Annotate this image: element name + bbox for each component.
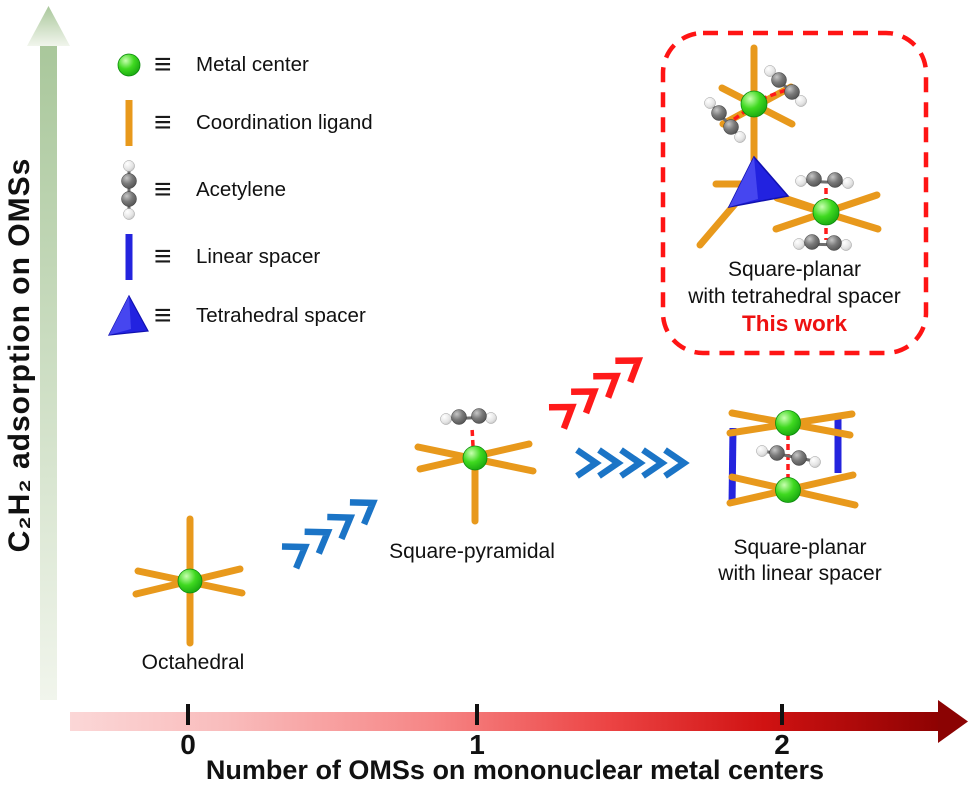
metal-center-icon bbox=[104, 52, 154, 78]
metal-center-sphere bbox=[812, 198, 840, 226]
this-work-badge: This work bbox=[741, 311, 848, 336]
legend-item-acetylene: ≡ Acetylene bbox=[104, 160, 286, 220]
linear-spacer-sticks bbox=[728, 415, 842, 506]
square-planar-tetrahedral-label-line1: Square-planar bbox=[727, 258, 862, 281]
coordination-ligand-sticks bbox=[696, 44, 882, 249]
x-axis-arrow bbox=[70, 700, 968, 743]
acetylene-molecule bbox=[704, 97, 746, 143]
acetylene-molecule bbox=[756, 445, 821, 468]
tetrahedral-spacer-facet bbox=[729, 157, 758, 207]
metal-center-sphere bbox=[775, 410, 801, 436]
metal-center-sphere bbox=[177, 568, 203, 594]
octahedral-label: Octahedral bbox=[141, 651, 245, 674]
metal-center-sphere bbox=[740, 90, 768, 118]
metal-center-sphere bbox=[462, 445, 488, 471]
x-axis-title: Number of OMSs on mononuclear metal cent… bbox=[205, 755, 825, 785]
x-axis-ticks bbox=[186, 704, 784, 725]
acetylene-molecule bbox=[764, 65, 807, 107]
legend-item-linear-spacer: ≡ Linear spacer bbox=[104, 227, 320, 287]
acetylene-icon bbox=[104, 160, 154, 220]
square-planar-linear-structure bbox=[726, 409, 859, 509]
equiv-symbol: ≡ bbox=[154, 48, 172, 81]
octahedral-structure bbox=[132, 515, 246, 647]
acetylene-molecule bbox=[793, 234, 852, 251]
blue-horizontal-chevrons-icon bbox=[577, 450, 684, 476]
y-axis-arrow bbox=[27, 6, 70, 700]
acetylene-molecule bbox=[795, 171, 854, 189]
x-tick-1: 1 bbox=[469, 729, 485, 760]
square-planar-tetrahedral-structure bbox=[696, 44, 882, 251]
acetylene-molecule bbox=[440, 408, 497, 425]
square-pyramidal-label: Square-pyramidal bbox=[389, 540, 555, 563]
legend-item-tetrahedral-spacer: ≡ Tetrahedral spacer bbox=[104, 286, 366, 346]
legend-item-coordination-ligand: ≡ Coordination ligand bbox=[104, 93, 373, 153]
red-diagonal-chevrons-icon bbox=[549, 350, 646, 429]
equiv-symbol: ≡ bbox=[154, 299, 172, 332]
this-work-highlight-box bbox=[660, 30, 929, 356]
legend-item-metal-center: ≡ Metal center bbox=[104, 35, 309, 95]
square-pyramidal-structure bbox=[414, 408, 537, 525]
tetrahedral-spacer-icon bbox=[104, 293, 154, 339]
coordination-ligand-icon bbox=[104, 97, 154, 149]
x-tick-2: 2 bbox=[774, 729, 790, 760]
square-planar-linear-label-line2: with linear spacer bbox=[718, 562, 882, 585]
x-axis-arrowhead bbox=[938, 700, 968, 743]
square-planar-tetrahedral-label-line2: with tetrahedral spacer bbox=[688, 285, 901, 308]
x-tick-0: 0 bbox=[180, 729, 196, 760]
equiv-symbol: ≡ bbox=[154, 173, 172, 206]
equiv-symbol: ≡ bbox=[154, 240, 172, 273]
adsorption-bond-dashed bbox=[470, 426, 475, 447]
y-axis-label: C₂H₂ adsorption on OMSs bbox=[3, 157, 36, 553]
metal-center-sphere bbox=[775, 477, 801, 503]
square-planar-linear-label-line1: Square-planar bbox=[733, 536, 867, 559]
equiv-symbol: ≡ bbox=[154, 106, 172, 139]
linear-spacer-icon bbox=[104, 231, 154, 283]
